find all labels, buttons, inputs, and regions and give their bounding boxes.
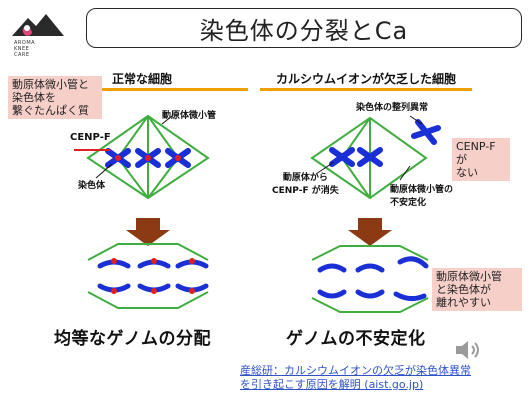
normal-cell-diagram [74, 114, 210, 309]
header-underline-right [260, 88, 472, 91]
label-cenpf: CENP-F [70, 132, 111, 143]
calcium-cell-diagram [310, 115, 441, 313]
label-unstable: 動原体微小管の 不安定化 [390, 185, 454, 208]
note-no-cenpf: CENP-Fが ない [452, 138, 510, 181]
chromosome-row-normal [105, 148, 191, 168]
logo-text: AROMA KNEE CARE [14, 40, 36, 58]
calcium-header: カルシウムイオンが欠乏した細胞 [275, 72, 456, 86]
logo [6, 6, 68, 62]
label-misalign: 染色体の整列異常 [356, 103, 429, 113]
label-cenpf-lost: 動原体から CENP-F が消失 [272, 173, 339, 196]
down-arrow-icon [126, 218, 170, 246]
note-cenpf-definition: 動原体微小管と 染色体を 繋ぐたんぱく質 [8, 76, 102, 119]
slide-title: 染色体の分裂とCa [86, 8, 522, 48]
label-microtubule: 動原体微小管 [162, 111, 217, 121]
note-detach: 動原体微小管 と染色体が 離れやすい [432, 268, 522, 311]
label-chromosome: 染色体 [78, 181, 106, 191]
source-link[interactable]: 産総研：カルシウムイオンの欠乏が染色体異常 を引き起こす原因を解明 (aist.… [240, 364, 471, 391]
down-arrow-icon-right [348, 218, 392, 246]
slide-title-text: 染色体の分裂とCa [199, 16, 409, 45]
logo-mark [12, 14, 64, 36]
speaker-icon[interactable] [454, 338, 486, 366]
normal-cell-panel: 正常な細胞 [52, 70, 248, 352]
normal-caption: 均等なゲノムの分配 [54, 329, 211, 349]
calcium-deficient-panel: カルシウムイオンが欠乏した細胞 [260, 70, 472, 352]
normal-cell-header: 正常な細胞 [112, 72, 173, 86]
header-underline [52, 88, 248, 91]
unstable-caption: ゲノムの不安定化 [286, 329, 426, 349]
